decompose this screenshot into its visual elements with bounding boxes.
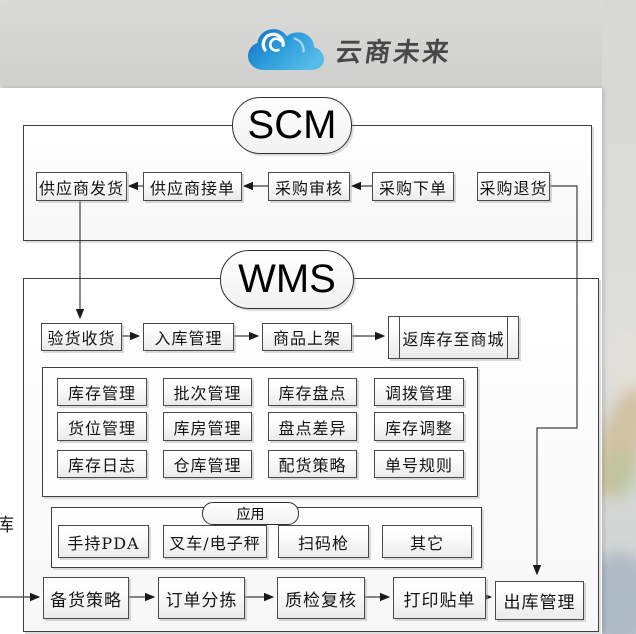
brand-name: 云商未来 bbox=[333, 36, 454, 67]
wms-group-title: WMS bbox=[220, 250, 354, 309]
wms-box-inbound-mgmt: 入库管理 bbox=[143, 323, 234, 351]
scm-box-supplier-accept: 供应商接单 bbox=[143, 172, 242, 201]
app-handheld-pda: 手持PDA bbox=[58, 525, 149, 558]
wms-box-outbound-mgmt: 出库管理 bbox=[495, 581, 584, 620]
wms-box-receive-inspect: 验货收货 bbox=[41, 323, 122, 351]
wms-box-stocking-strategy: 备货策略 bbox=[43, 577, 129, 619]
module-stock-log: 库存日志 bbox=[57, 450, 147, 478]
scm-box-purchase-review: 采购审核 bbox=[268, 172, 350, 201]
app-forklift-scale: 叉车/电子秤 bbox=[163, 525, 267, 558]
module-number-rules: 单号规则 bbox=[374, 450, 464, 478]
scm-box-supplier-ship: 供应商发货 bbox=[36, 172, 127, 201]
backdrop-blur-blob bbox=[604, 452, 636, 498]
scm-box-purchase-return: 采购退货 bbox=[477, 172, 550, 201]
apps-group-title: 应用 bbox=[202, 502, 299, 525]
wms-box-print-label: 打印贴单 bbox=[393, 577, 486, 619]
module-batch-mgmt: 批次管理 bbox=[163, 378, 252, 406]
module-stocktake: 库存盘点 bbox=[268, 378, 357, 406]
module-stock-adjust: 库存调整 bbox=[374, 412, 464, 441]
backdrop-top-band bbox=[0, 0, 636, 88]
wms-box-qc-recheck: 质检复核 bbox=[277, 577, 365, 619]
scm-group-title: SCM bbox=[232, 97, 352, 154]
module-warehouse-mgmt: 仓库管理 bbox=[163, 450, 252, 478]
module-slot-mgmt: 货位管理 bbox=[57, 412, 147, 441]
app-other: 其它 bbox=[382, 525, 472, 558]
backdrop-right-band bbox=[602, 0, 636, 634]
wms-box-order-sorting: 订单分拣 bbox=[158, 577, 245, 619]
wms-box-return-stock-to-mall: 返库存至商城 bbox=[388, 316, 519, 359]
app-barcode-gun: 扫码枪 bbox=[278, 525, 369, 558]
cloud-swirl-icon bbox=[248, 28, 324, 72]
clipped-edge-label: 库 bbox=[0, 515, 14, 536]
wms-box-shelving: 商品上架 bbox=[262, 323, 352, 351]
module-allocation-mgmt: 调拨管理 bbox=[374, 378, 464, 406]
scm-box-purchase-order: 采购下单 bbox=[372, 172, 454, 201]
module-picking-strategy: 配货策略 bbox=[268, 450, 357, 478]
module-storeroom-mgmt: 库房管理 bbox=[163, 412, 252, 441]
brand-logo: 云商未来 bbox=[248, 28, 454, 72]
module-count-variance: 盘点差异 bbox=[268, 412, 357, 441]
module-inventory-mgmt: 库存管理 bbox=[57, 378, 147, 406]
